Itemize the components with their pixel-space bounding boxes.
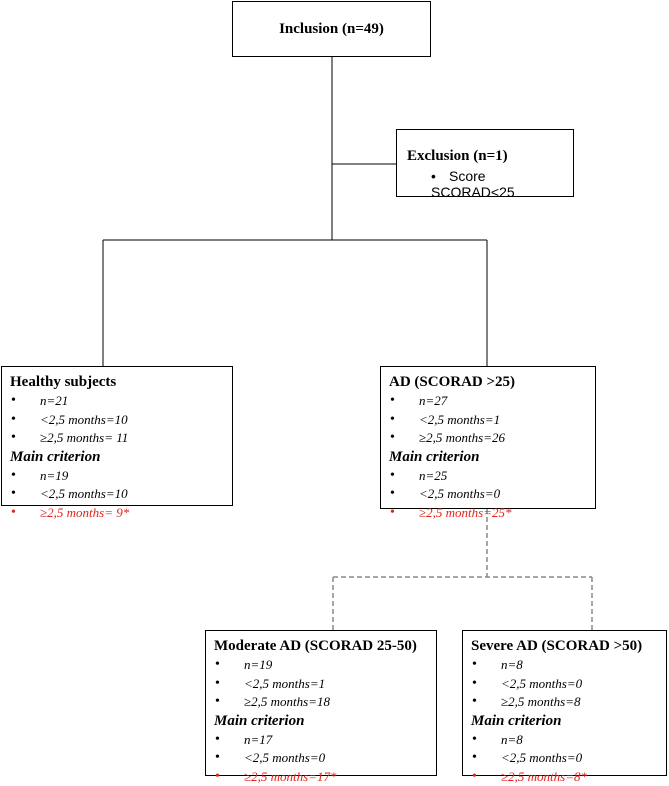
list-item: <2,5 months=10 xyxy=(10,485,226,504)
subgroup-dashed-lines xyxy=(333,509,592,630)
inclusion-title: Inclusion (n=49) xyxy=(279,20,384,39)
inclusion-box: Inclusion (n=49) xyxy=(232,1,431,57)
list-item: n=25 xyxy=(389,467,589,486)
severe-ad-title: Severe AD (SCORAD >50) xyxy=(471,637,660,656)
list-item-highlight: ≥2,5 months=25* xyxy=(389,504,589,523)
exclusion-title: Exclusion (n=1) xyxy=(407,148,508,165)
ad-criterion-list: n=25 <2,5 months=0 ≥2,5 months=25* xyxy=(389,467,589,523)
moderate-ad-list: n=19 <2,5 months=1 ≥2,5 months=18 xyxy=(214,656,430,712)
severe-ad-criterion-title: Main criterion xyxy=(471,712,660,731)
list-item: n=21 xyxy=(10,392,226,411)
list-item: <2,5 months=1 xyxy=(389,411,589,430)
ad-list: n=27 <2,5 months=1 ≥2,5 months=26 xyxy=(389,392,589,448)
healthy-box: Healthy subjects n=21 <2,5 months=10 ≥2,… xyxy=(1,366,233,506)
list-item: <2,5 months=0 xyxy=(471,749,660,768)
list-item: ≥2,5 months=8 xyxy=(471,693,660,712)
ad-criterion-title: Main criterion xyxy=(389,448,589,467)
ad-title: AD (SCORAD >25) xyxy=(389,373,589,392)
list-item: n=19 xyxy=(10,467,226,486)
moderate-ad-title: Moderate AD (SCORAD 25-50) xyxy=(214,637,430,656)
list-item: n=8 xyxy=(471,656,660,675)
list-item-highlight: ≥2,5 months=8* xyxy=(471,768,660,786)
moderate-ad-box: Moderate AD (SCORAD 25-50) n=19 <2,5 mon… xyxy=(205,630,437,776)
severe-ad-list: n=8 <2,5 months=0 ≥2,5 months=8 xyxy=(471,656,660,712)
list-item: ≥2,5 months=18 xyxy=(214,693,430,712)
ad-box: AD (SCORAD >25) n=27 <2,5 months=1 ≥2,5 … xyxy=(380,366,596,509)
list-item: n=8 xyxy=(471,731,660,750)
exclusion-item: •Score SCORAD<25 xyxy=(431,168,573,200)
healthy-criterion-title: Main criterion xyxy=(10,448,226,467)
list-item: n=17 xyxy=(214,731,430,750)
list-item: n=27 xyxy=(389,392,589,411)
list-item-highlight: ≥2,5 months=17* xyxy=(214,768,430,786)
healthy-criterion-list: n=19 <2,5 months=10 ≥2,5 months= 9* xyxy=(10,467,226,523)
list-item-highlight: ≥2,5 months= 9* xyxy=(10,504,226,523)
list-item: <2,5 months=10 xyxy=(10,411,226,430)
healthy-list: n=21 <2,5 months=10 ≥2,5 months= 11 xyxy=(10,392,226,448)
list-item: <2,5 months=0 xyxy=(389,485,589,504)
healthy-title: Healthy subjects xyxy=(10,373,226,392)
list-item: <2,5 months=0 xyxy=(471,675,660,694)
exclusion-box: Exclusion (n=1) •Score SCORAD<25 xyxy=(396,129,574,197)
moderate-ad-criterion-title: Main criterion xyxy=(214,712,430,731)
list-item: <2,5 months=1 xyxy=(214,675,430,694)
bullet-icon: • xyxy=(431,168,449,184)
list-item: <2,5 months=0 xyxy=(214,749,430,768)
severe-ad-box: Severe AD (SCORAD >50) n=8 <2,5 months=0… xyxy=(462,630,667,776)
list-item: ≥2,5 months= 11 xyxy=(10,429,226,448)
list-item: n=19 xyxy=(214,656,430,675)
list-item: ≥2,5 months=26 xyxy=(389,429,589,448)
